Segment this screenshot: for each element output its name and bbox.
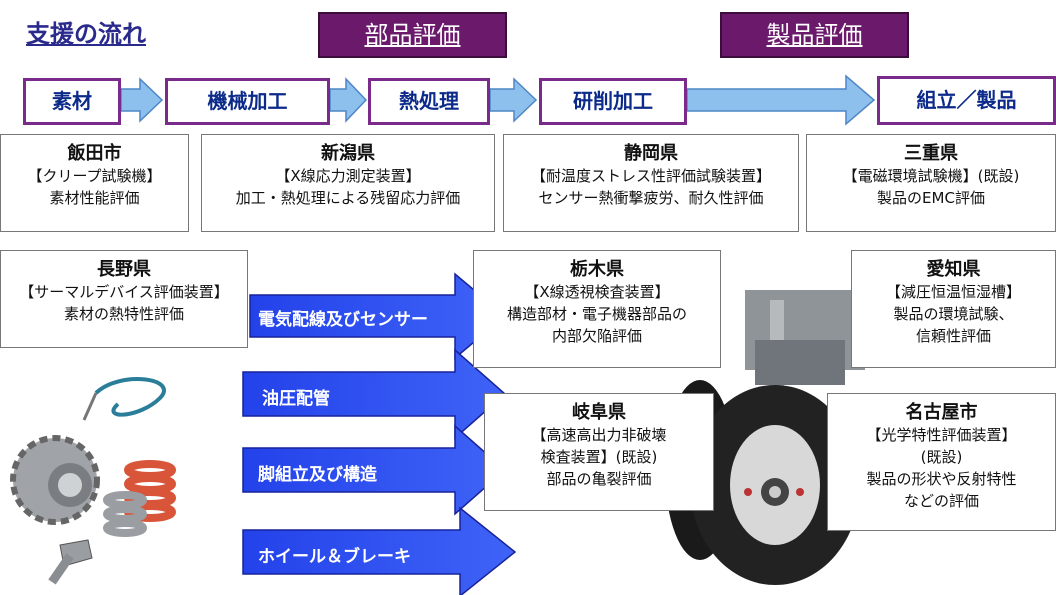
box-niigata: 新潟県 【X線応力測定装置】 加工・熱処理による残留応力評価 (201, 134, 495, 232)
arrow-label-wheel-brake: ホイール＆ブレーキ (258, 547, 411, 567)
device-name: 【光学特性評価装置】 (866, 426, 1017, 444)
step-material: 素材 (23, 78, 121, 125)
box-mie: 三重県 【電磁環境試験機】(既設) 製品のEMC評価 (806, 134, 1056, 232)
place-name: 三重県 (904, 143, 958, 164)
big-arrow-4 (242, 506, 517, 595)
device-name: 【高速高出力非破壊 (531, 426, 667, 444)
place-name: 飯田市 (67, 143, 122, 164)
device-name: (既設) (920, 448, 963, 466)
device-name: 【耐温度ストレス性評価試験装置】 (530, 167, 771, 185)
box-iida: 飯田市 【クリープ試験機】 素材性能評価 (0, 134, 189, 232)
step-arrow-2 (329, 77, 368, 123)
place-name: 岐阜県 (572, 402, 626, 423)
evaluation-text: 製品のEMC評価 (877, 189, 985, 207)
step-assembly-product: 組立／製品 (877, 76, 1056, 125)
step-grinding: 研削加工 (539, 78, 687, 125)
phase-parts-evaluation: 部品評価 (318, 12, 507, 58)
box-gifu: 岐阜県 【高速高出力非破壊 検査装置】(既設) 部品の亀裂評価 (484, 393, 714, 511)
arrow-label-hydraulic-piping: 油圧配管 (262, 389, 330, 409)
evaluation-text: 製品の環境試験、 (893, 305, 1014, 323)
step-heat-treatment: 熱処理 (368, 78, 490, 125)
step-arrow-3 (489, 77, 538, 123)
evaluation-text: センサー熱衝撃疲労、耐久性評価 (538, 189, 764, 207)
device-name: 【クリープ試験機】 (27, 167, 162, 185)
evaluation-text: 加工・熱処理による残留応力評価 (235, 189, 461, 207)
evaluation-text: 内部欠陥評価 (551, 327, 642, 345)
step-arrow-1 (120, 77, 164, 123)
landing-gear-image (665, 290, 865, 585)
place-name: 愛知県 (926, 259, 981, 280)
evaluation-text: 構造部材・電子機器部品の (506, 305, 687, 323)
phase-product-evaluation: 製品評価 (720, 12, 909, 58)
place-name: 新潟県 (321, 143, 375, 164)
arrow-label-landing-gear-structure: 脚組立及び構造 (258, 465, 377, 485)
device-name: 検査装置】(既設) (540, 448, 658, 466)
arrow-label-wiring-sensors: 電気配線及びセンサー (258, 310, 428, 330)
evaluation-text: 信頼性評価 (915, 327, 991, 345)
box-aichi: 愛知県 【減圧恒温恒湿槽】 製品の環境試験、 信頼性評価 (851, 250, 1056, 368)
device-name: 【X線応力測定装置】 (275, 167, 421, 185)
device-name: 【減圧恒温恒湿槽】 (885, 283, 1021, 301)
place-name: 長野県 (97, 259, 151, 280)
device-name: 【サーマルデバイス評価装置】 (19, 283, 229, 301)
page-title: 支援の流れ (26, 20, 146, 48)
device-name: 【電磁環境試験機】(既設) (842, 167, 1020, 185)
place-name: 名古屋市 (905, 402, 978, 423)
big-arrow-3 (242, 424, 507, 516)
step-arrow-4 (686, 74, 876, 126)
evaluation-text: などの評価 (903, 492, 979, 510)
big-arrow-2 (242, 348, 507, 440)
box-tochigi: 栃木県 【X線透視検査装置】 構造部材・電子機器部品の 内部欠陥評価 (473, 250, 721, 368)
step-machining: 機械加工 (165, 78, 330, 125)
evaluation-text: 部品の亀裂評価 (546, 470, 652, 488)
box-nagoya: 名古屋市 【光学特性評価装置】 (既設) 製品の形状や反射特性 などの評価 (827, 393, 1056, 531)
place-name: 栃木県 (570, 259, 624, 280)
parts-image (10, 377, 176, 585)
evaluation-text: 製品の形状や反射特性 (866, 470, 1017, 488)
box-nagano: 長野県 【サーマルデバイス評価装置】 素材の熱特性評価 (0, 250, 248, 348)
place-name: 静岡県 (624, 143, 678, 164)
box-shizuoka: 静岡県 【耐温度ストレス性評価試験装置】 センサー熱衝撃疲労、耐久性評価 (503, 134, 799, 232)
evaluation-text: 素材の熱特性評価 (63, 305, 184, 323)
evaluation-text: 素材性能評価 (49, 189, 140, 207)
device-name: 【X線透視検査装置】 (524, 283, 670, 301)
